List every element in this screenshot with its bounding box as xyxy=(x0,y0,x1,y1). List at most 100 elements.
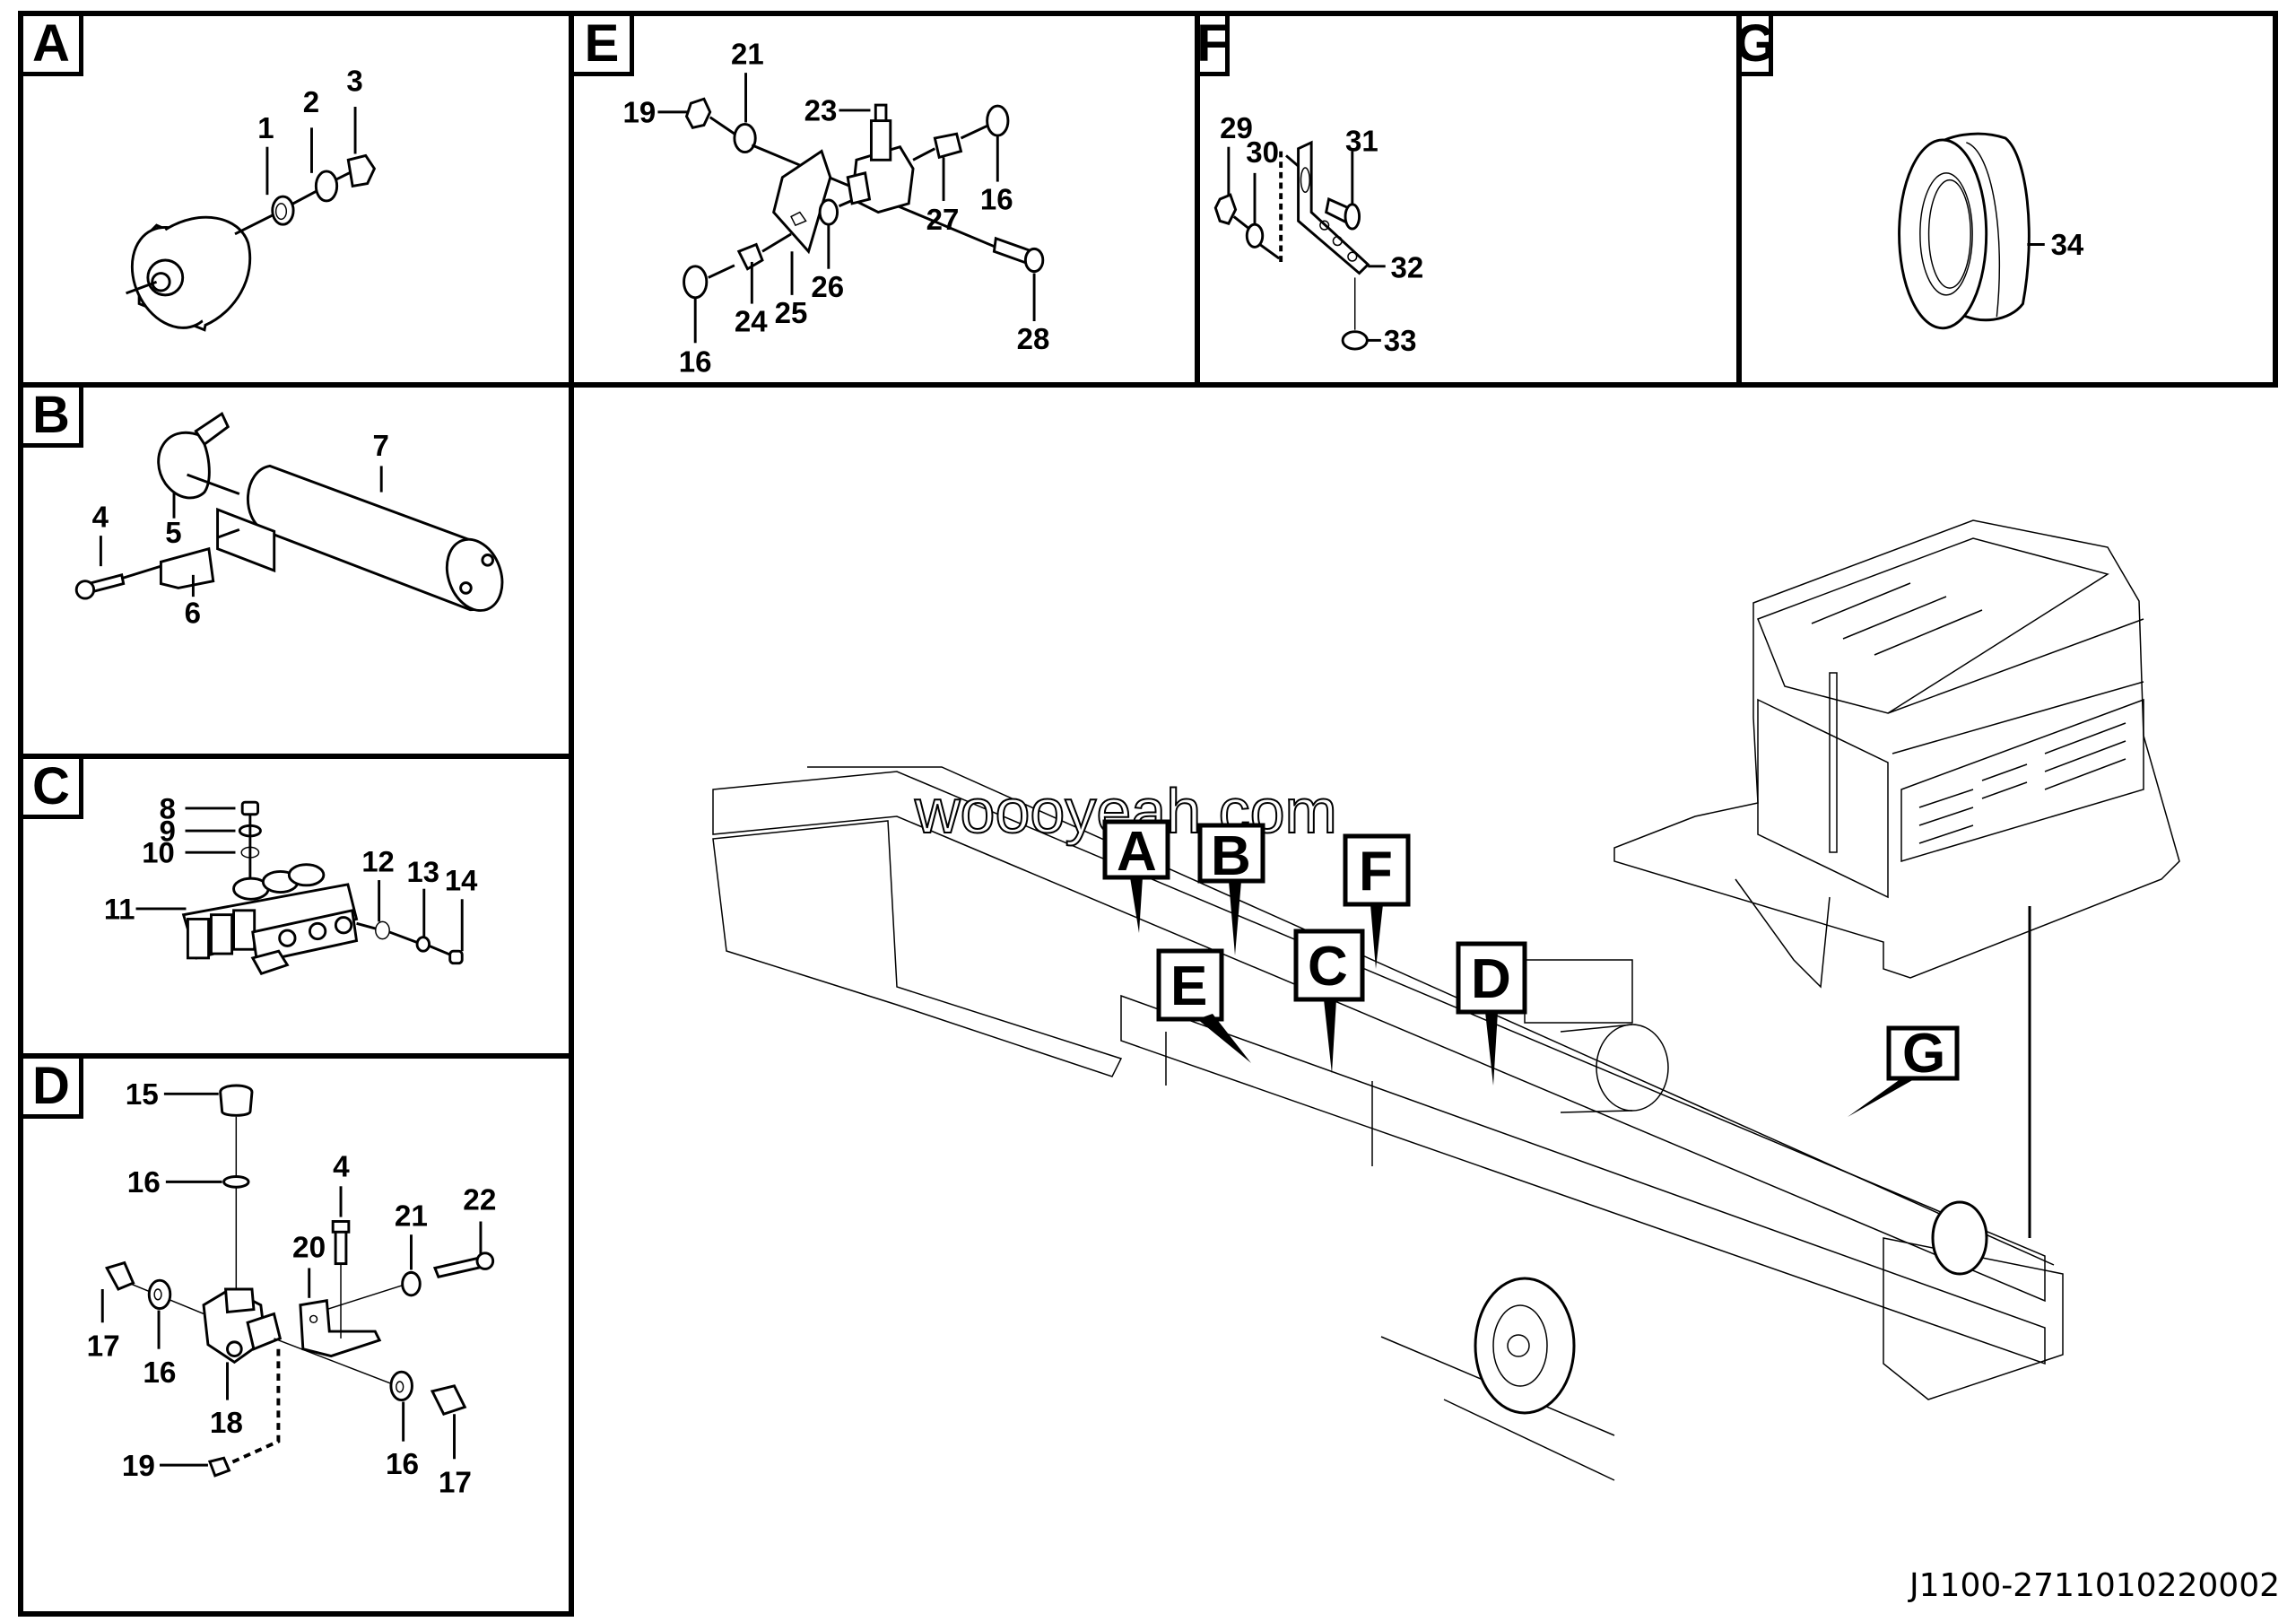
part-16-washer xyxy=(389,1370,413,1402)
chassis-frame xyxy=(712,766,2064,1481)
part-18-tee-fitting xyxy=(202,1287,283,1365)
svg-text:C: C xyxy=(1308,936,1348,998)
leader xyxy=(234,211,280,236)
panel-label-b: B xyxy=(23,388,83,448)
solenoid-assembly-drawing: 1 2 3 xyxy=(126,65,377,332)
panel-d: D xyxy=(18,1053,574,1617)
item-label: 15 xyxy=(126,1078,159,1112)
panel-b: B 4 5 6 7 xyxy=(18,382,574,759)
item-label: 18 xyxy=(210,1407,243,1440)
part-21-washer xyxy=(401,1270,422,1297)
callout-d: D xyxy=(1456,941,1527,1086)
part-5-strap-clamp xyxy=(157,411,230,500)
part-4-bolt xyxy=(74,573,126,600)
part-24-fitting xyxy=(736,242,764,271)
callout-g: G xyxy=(1848,1023,1960,1117)
panel-label-e: E xyxy=(574,16,634,76)
item-label: 17 xyxy=(87,1330,120,1364)
svg-text:F: F xyxy=(1359,841,1393,903)
svg-text:A: A xyxy=(1117,821,1157,883)
item-label: 23 xyxy=(804,94,838,127)
item-label: 1 xyxy=(257,111,274,144)
item-label: 31 xyxy=(1345,125,1378,158)
item-label: 33 xyxy=(1384,324,1417,357)
item-label: 10 xyxy=(142,836,174,869)
item-label: 16 xyxy=(679,344,712,378)
panel-f: F 29 30 31 32 33 xyxy=(1195,11,1742,388)
part-17-fitting xyxy=(430,1384,467,1417)
item-label: 14 xyxy=(445,864,478,897)
item-label: 4 xyxy=(92,500,109,533)
item-label: 12 xyxy=(361,844,394,877)
panel-label-g: G xyxy=(1735,16,1776,76)
panel-label-c: C xyxy=(23,759,83,819)
item-label: 5 xyxy=(165,516,181,549)
air-tank-assembly-drawing: 4 5 6 7 xyxy=(74,411,504,629)
part-25-bracket xyxy=(772,149,832,255)
part-16-washer xyxy=(986,104,1010,137)
item-label: 29 xyxy=(1220,111,1253,144)
item-label: 20 xyxy=(292,1232,326,1265)
vehicle-overview-drawing: woooyeah.com A B F E C D G xyxy=(712,519,2180,1481)
svg-text:E: E xyxy=(1170,955,1207,1017)
item-label: 8 xyxy=(160,792,176,825)
item-label: 13 xyxy=(406,855,439,888)
panel-g: G 34 xyxy=(1735,11,2278,388)
svg-text:B: B xyxy=(1211,825,1251,887)
item-label: 3 xyxy=(346,65,362,98)
part-4-bolt xyxy=(334,1228,348,1266)
callout-b: B xyxy=(1197,823,1265,955)
panel-label-f: F xyxy=(1196,16,1230,76)
part-15-cap xyxy=(219,1084,254,1117)
item-label: 16 xyxy=(386,1448,419,1481)
part-27-fitting xyxy=(933,132,963,160)
item-label: 22 xyxy=(463,1184,496,1217)
part-8-cap xyxy=(240,800,259,816)
part-16-washer xyxy=(147,1278,172,1311)
item-label: 25 xyxy=(775,296,808,329)
item-label: 28 xyxy=(1017,322,1050,355)
dashed-leader xyxy=(224,1348,281,1467)
panel-c: C 8 9 xyxy=(18,754,574,1059)
callout-c: C xyxy=(1293,929,1365,1074)
item-label: 6 xyxy=(185,596,201,629)
svg-text:D: D xyxy=(1471,948,1511,1010)
part-6-bracket xyxy=(159,546,215,589)
item-label: 19 xyxy=(122,1450,155,1483)
item-label: 21 xyxy=(731,37,764,70)
item-label: 21 xyxy=(395,1199,428,1233)
panel-label-a: A xyxy=(23,16,83,76)
svg-text:G: G xyxy=(1902,1023,1945,1085)
part-30-washer xyxy=(1245,222,1265,249)
solenoid-body xyxy=(126,215,252,332)
part-29-nut xyxy=(1213,193,1238,225)
part-7-air-tank xyxy=(246,464,504,612)
part-2-clip xyxy=(314,170,339,203)
part-13-seal xyxy=(415,936,431,953)
part-12-clip xyxy=(375,920,390,940)
part-20-angle-bracket xyxy=(299,1299,382,1358)
callout-e: E xyxy=(1156,948,1251,1063)
panel-e: E 19 21 xyxy=(569,11,1200,388)
part-23-pressure-switch xyxy=(846,103,915,214)
item-label: 16 xyxy=(980,183,1013,216)
item-label: 16 xyxy=(127,1166,161,1199)
item-label: 30 xyxy=(1246,135,1279,169)
valve-block-assembly-drawing: 8 9 10 11 12 13 14 xyxy=(104,792,478,975)
callout-f: F xyxy=(1343,833,1411,969)
bushing-drawing: 34 xyxy=(1898,132,2084,330)
part-16-washer xyxy=(683,265,709,300)
item-label: 24 xyxy=(735,305,768,338)
drawing-number: J1100-2711010220002 xyxy=(1909,1567,2280,1604)
item-label: 17 xyxy=(439,1467,472,1500)
tee-fitting-assembly-drawing: 15 16 4 21 22 20 17 16 18 16 17 19 xyxy=(87,1078,497,1500)
panel-label-d: D xyxy=(23,1059,83,1119)
part-26-nut xyxy=(818,198,839,226)
part-21-washer xyxy=(733,123,757,153)
part-17-fitting xyxy=(105,1260,135,1291)
item-label: 34 xyxy=(2051,228,2084,261)
part-11-valve-block xyxy=(181,863,359,975)
item-label: 2 xyxy=(303,85,319,118)
item-label: 11 xyxy=(104,892,135,925)
item-label: 32 xyxy=(1391,250,1424,283)
